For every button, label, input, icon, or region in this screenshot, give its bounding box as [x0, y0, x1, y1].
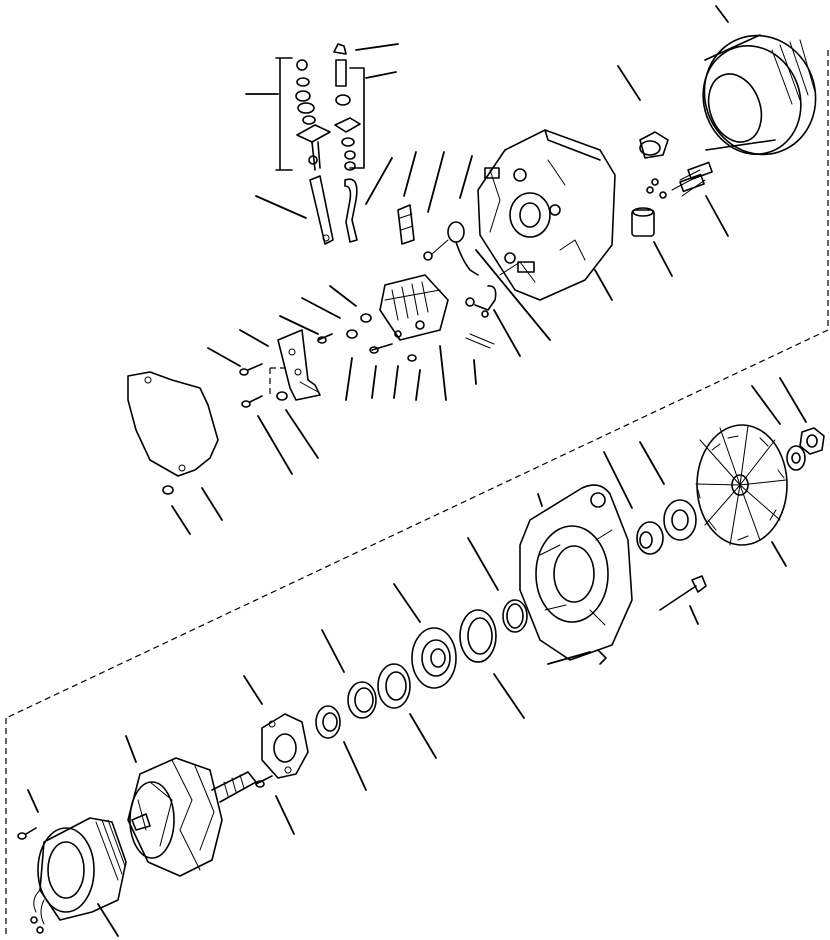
washer: [786, 445, 806, 471]
connector-straps: [309, 175, 415, 245]
group-boundary-lines: [5, 50, 829, 935]
bushing: [639, 131, 669, 159]
seal-ring: [459, 609, 497, 663]
collar: [663, 499, 697, 541]
insulator-sleeve: [631, 207, 655, 237]
through-bolt: [659, 575, 707, 611]
terminal-hardware-stack: [275, 43, 365, 171]
bearing-seal: [377, 663, 411, 709]
retainer-ring: [502, 599, 528, 633]
brush-holder: [239, 329, 321, 408]
collar-small: [315, 705, 341, 739]
rotor: [127, 757, 257, 877]
bearing: [411, 627, 457, 689]
end-cover: [127, 371, 219, 495]
spacer: [636, 521, 664, 555]
small-hardware: [317, 313, 417, 362]
slip-ring-end-frame: [477, 129, 616, 301]
leader-lines-lower: [27, 377, 807, 937]
nut: [799, 427, 825, 455]
drive-end-frame: [519, 484, 633, 665]
rectifier-bridge: [379, 274, 449, 341]
stator: [646, 34, 817, 199]
leader-lines-upper: [171, 5, 729, 535]
spacer-ring: [347, 681, 377, 719]
fan: [695, 424, 788, 546]
wire-terminal: [465, 285, 497, 349]
pulley: [17, 817, 127, 934]
capacitor: [423, 221, 479, 276]
bearing-retainer: [255, 713, 309, 788]
